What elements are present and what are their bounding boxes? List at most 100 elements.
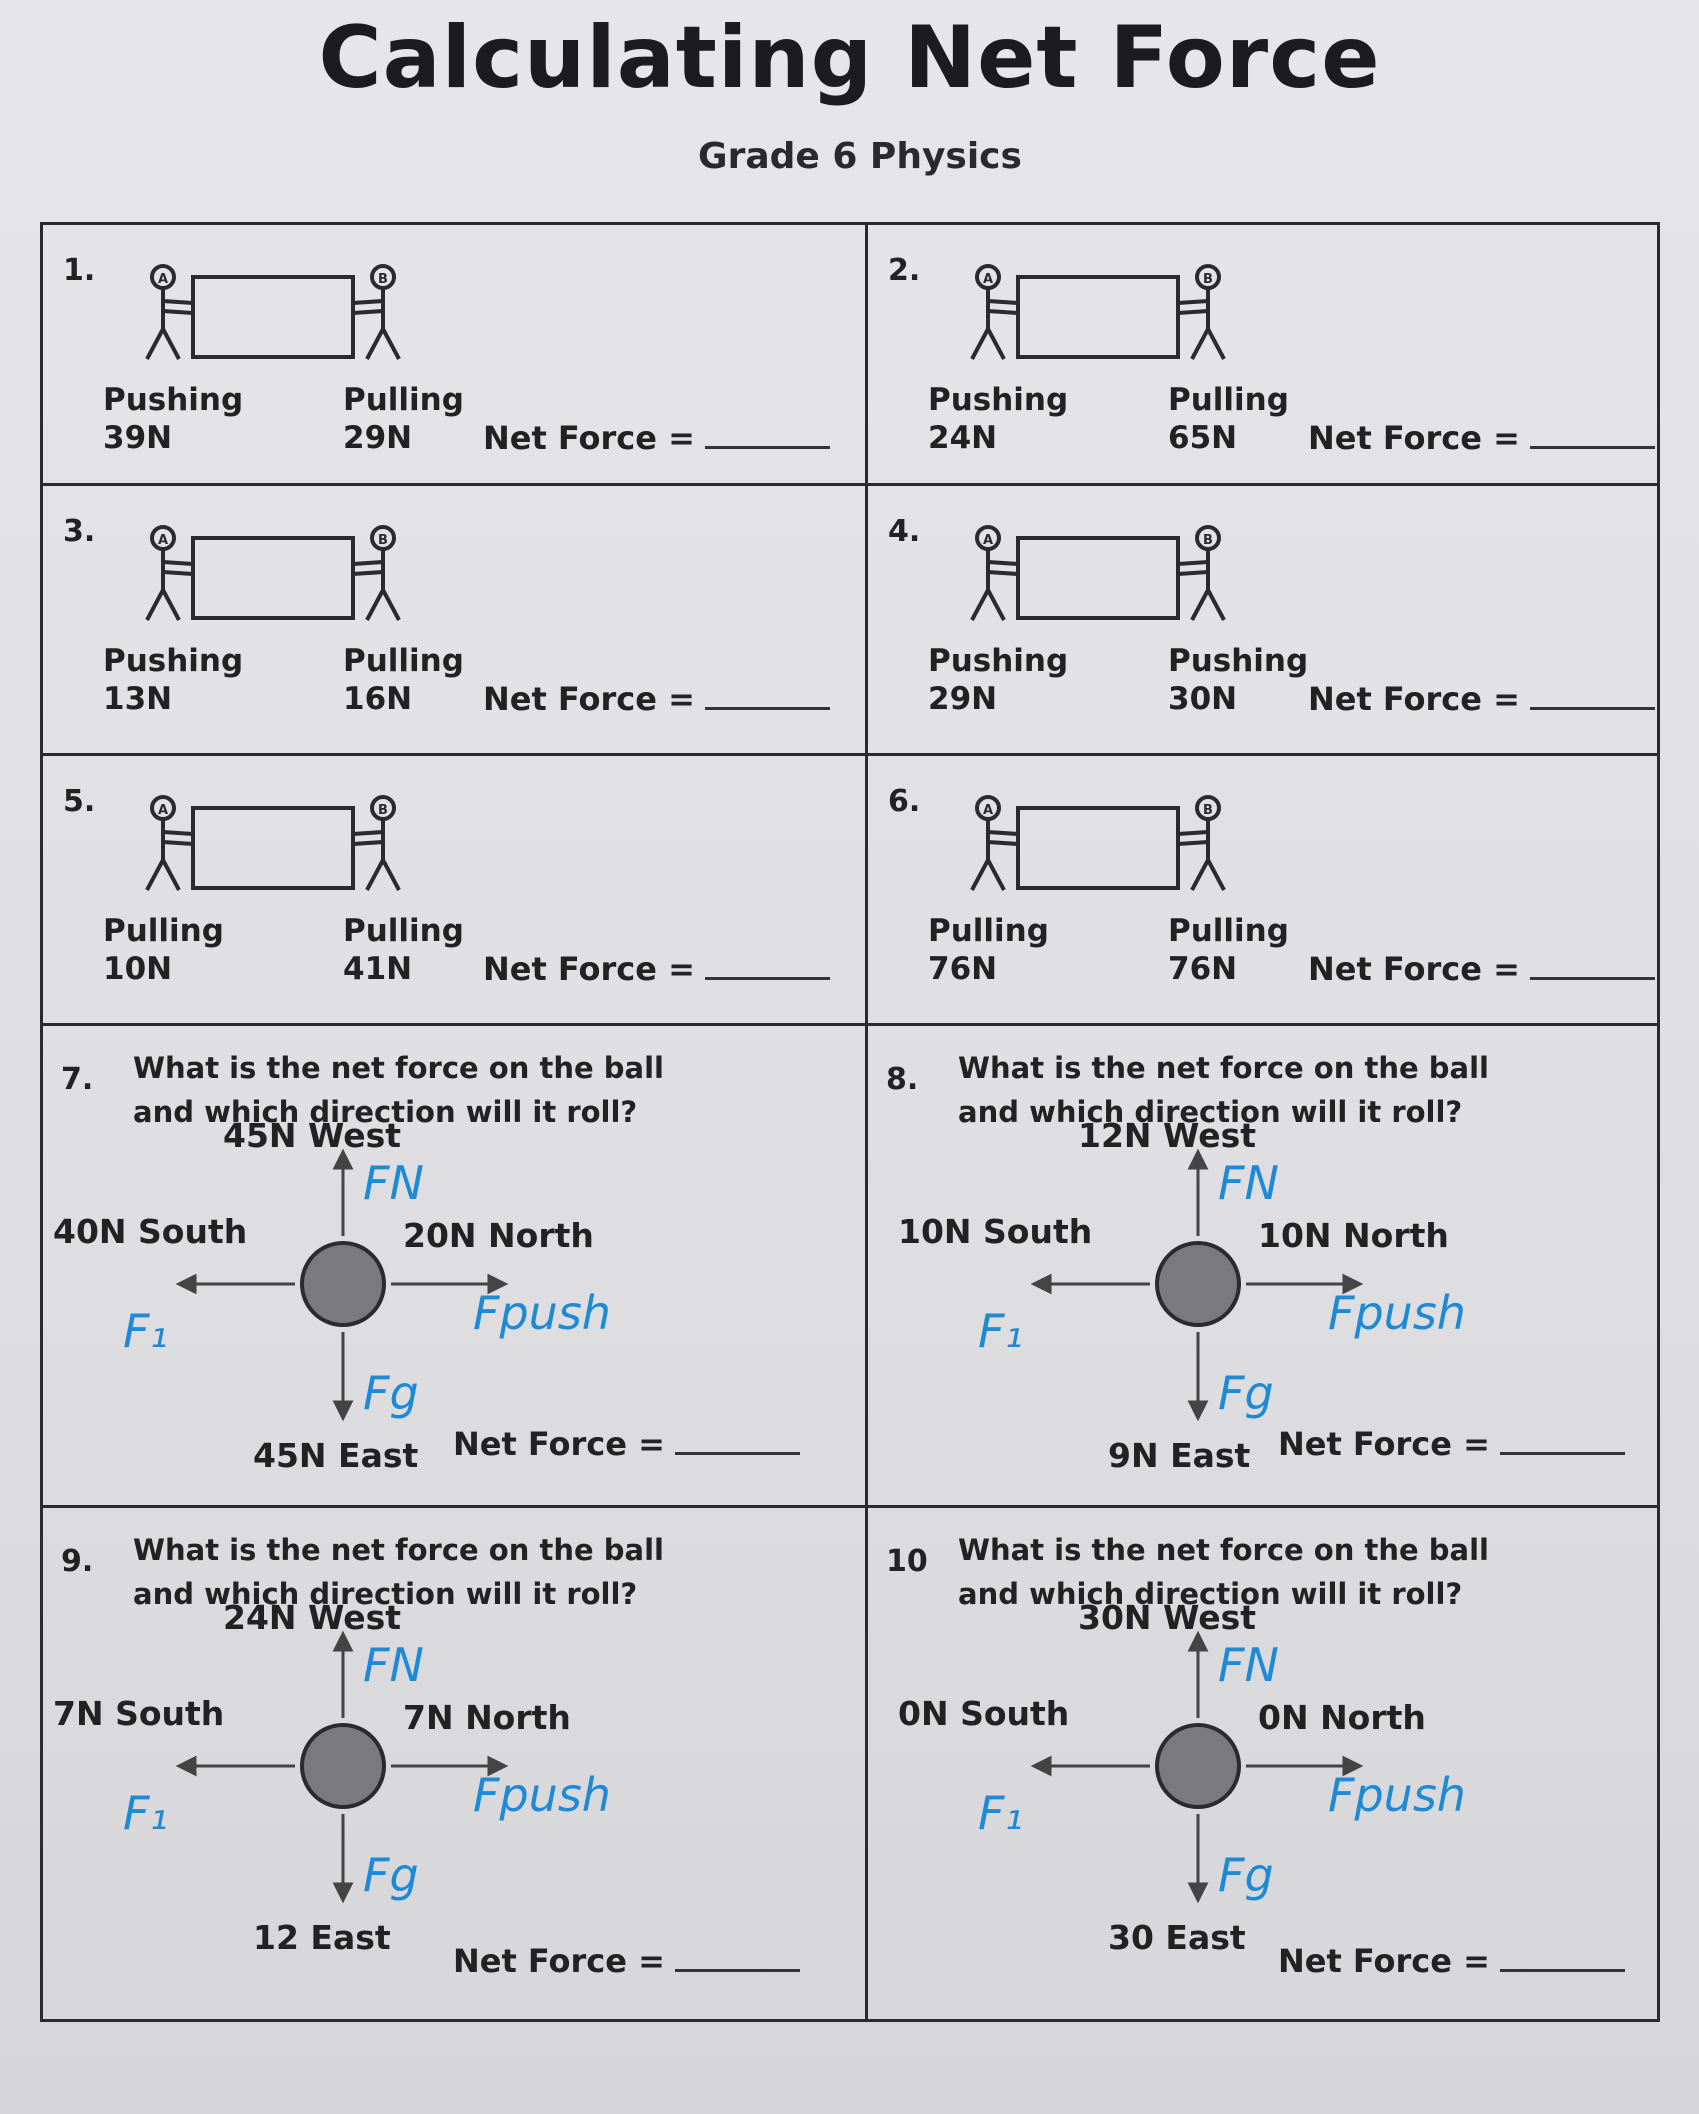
- problem-number: 9.: [61, 1544, 94, 1579]
- ball: [1155, 1241, 1241, 1327]
- left-action: Pushing: [103, 643, 244, 679]
- right-value: 30N: [1168, 681, 1238, 717]
- right-force-label: 20N North: [403, 1216, 594, 1255]
- right-action: Pulling: [343, 913, 464, 949]
- page-title: Calculating Net Force: [318, 8, 1381, 108]
- box-problem: 3. A B Pushing 13N Pulling 16N Net: [43, 486, 863, 744]
- handwritten-push-force: Fpush: [1328, 1286, 1466, 1340]
- right-value: 16N: [343, 681, 413, 717]
- box-figure: A B: [970, 795, 1226, 891]
- question-line: and which direction will it roll?: [958, 1577, 1463, 1611]
- question-line: What is the net force on the ball: [958, 1051, 1489, 1085]
- stick-figure-a: [970, 525, 1019, 621]
- stick-figure-a: [970, 795, 1019, 891]
- row-divider: [43, 1505, 1657, 1508]
- svg-text:B: B: [1203, 533, 1213, 548]
- ball: [300, 1723, 386, 1809]
- left-value: 39N: [103, 420, 173, 456]
- stick-figure-a: [970, 264, 1019, 360]
- box-shape: [1016, 275, 1180, 359]
- question-text: What is the net force on the ball and wh…: [133, 1046, 664, 1134]
- right-action: Pushing: [1168, 643, 1309, 679]
- handwritten-push-force: Fpush: [473, 1286, 611, 1340]
- row-divider: [43, 753, 1657, 756]
- up-force-label: 30N West: [1078, 1598, 1257, 1637]
- svg-text:B: B: [378, 803, 388, 818]
- stick-figure-a: [145, 525, 194, 621]
- net-force-label: Net Force =: [1308, 950, 1520, 988]
- down-force-label: 30 East: [1108, 1918, 1246, 1957]
- question-line: and which direction will it roll?: [133, 1095, 638, 1129]
- right-force-label: Pulling 16N: [343, 642, 464, 718]
- force-arrows: [175, 1148, 509, 1422]
- right-action: Pulling: [343, 643, 464, 679]
- question-line: and which direction will it roll?: [133, 1577, 638, 1611]
- handwritten-push-force: Fpush: [473, 1768, 611, 1822]
- answer-blank[interactable]: [1529, 422, 1655, 449]
- row-divider: [43, 1023, 1657, 1026]
- answer-blank[interactable]: [704, 953, 830, 980]
- net-force-answer: Net Force =: [1278, 1425, 1625, 1463]
- net-force-label: Net Force =: [1278, 1425, 1490, 1463]
- problem-number: 10: [886, 1544, 928, 1579]
- answer-blank[interactable]: [1529, 683, 1655, 710]
- handwritten-gravity-force: Fg: [1218, 1366, 1274, 1420]
- answer-blank[interactable]: [674, 1945, 800, 1972]
- problem-number: 6.: [888, 784, 921, 819]
- box-problem: 4. A B Pushing 29N Pushing 30N Net: [868, 486, 1688, 744]
- right-value: 29N: [343, 420, 413, 456]
- net-force-label: Net Force =: [1308, 680, 1520, 718]
- answer-blank[interactable]: [1529, 953, 1655, 980]
- force-arrows: [175, 1630, 509, 1904]
- left-action: Pushing: [928, 643, 1069, 679]
- box-problem: 2. A B Pushing 24N Pulling 65N Net: [868, 225, 1688, 483]
- question-text: What is the net force on the ball and wh…: [133, 1528, 664, 1616]
- net-force-answer: Net Force =: [1278, 1942, 1625, 1980]
- right-force-label: Pulling 65N: [1168, 381, 1289, 457]
- svg-text:A: A: [158, 272, 168, 287]
- left-action: Pulling: [928, 913, 1049, 949]
- stick-figure-b: [1177, 525, 1226, 621]
- stick-figure-a: [145, 264, 194, 360]
- box-problem: 5. A B Pulling 10N Pulling 41N Net: [43, 756, 863, 1014]
- page-subtitle: Grade 6 Physics: [698, 136, 1022, 177]
- left-force-label: Pulling 76N: [928, 912, 1049, 988]
- up-force-label: 45N West: [223, 1116, 402, 1155]
- box-problem: 6. A B Pulling 76N Pulling 76N Net: [868, 756, 1688, 1014]
- stick-figure-b: [352, 264, 401, 360]
- box-problem: 1. A B Pushing 39N Pulling 29N Net: [43, 225, 863, 483]
- answer-blank[interactable]: [704, 683, 830, 710]
- column-divider: [865, 225, 868, 2019]
- up-force-label: 12N West: [1078, 1116, 1257, 1155]
- net-force-answer: Net Force =: [1308, 950, 1655, 988]
- question-line: and which direction will it roll?: [958, 1095, 1463, 1129]
- left-value: 76N: [928, 951, 998, 987]
- svg-text:B: B: [378, 272, 388, 287]
- net-force-label: Net Force =: [483, 950, 695, 988]
- answer-blank[interactable]: [674, 1428, 800, 1455]
- right-force-label: 10N North: [1258, 1216, 1449, 1255]
- box-shape: [191, 536, 355, 620]
- left-value: 13N: [103, 681, 173, 717]
- problem-grid: 1. A B Pushing 39N Pulling 29N Net: [40, 222, 1660, 2022]
- answer-blank[interactable]: [704, 422, 830, 449]
- ball-problem: 9. What is the net force on the ball and…: [43, 1508, 863, 2022]
- right-force-label: Pulling 41N: [343, 912, 464, 988]
- left-value: 10N: [103, 951, 173, 987]
- right-value: 41N: [343, 951, 413, 987]
- left-force-label: Pushing 39N: [103, 381, 243, 457]
- ball-problem: 8. What is the net force on the ball and…: [868, 1026, 1688, 1505]
- question-text: What is the net force on the ball and wh…: [958, 1528, 1489, 1616]
- force-arrows: [1030, 1148, 1364, 1422]
- box-figure: A B: [970, 525, 1226, 621]
- answer-blank[interactable]: [1499, 1945, 1625, 1972]
- question-line: What is the net force on the ball: [133, 1533, 664, 1567]
- right-force-label: Pulling 29N: [343, 381, 464, 457]
- problem-number: 1.: [63, 253, 96, 288]
- box-figure: A B: [145, 795, 401, 891]
- svg-text:A: A: [983, 533, 993, 548]
- right-force-label: 7N North: [403, 1698, 571, 1737]
- problem-number: 3.: [63, 514, 96, 549]
- ball: [1155, 1723, 1241, 1809]
- answer-blank[interactable]: [1499, 1428, 1625, 1455]
